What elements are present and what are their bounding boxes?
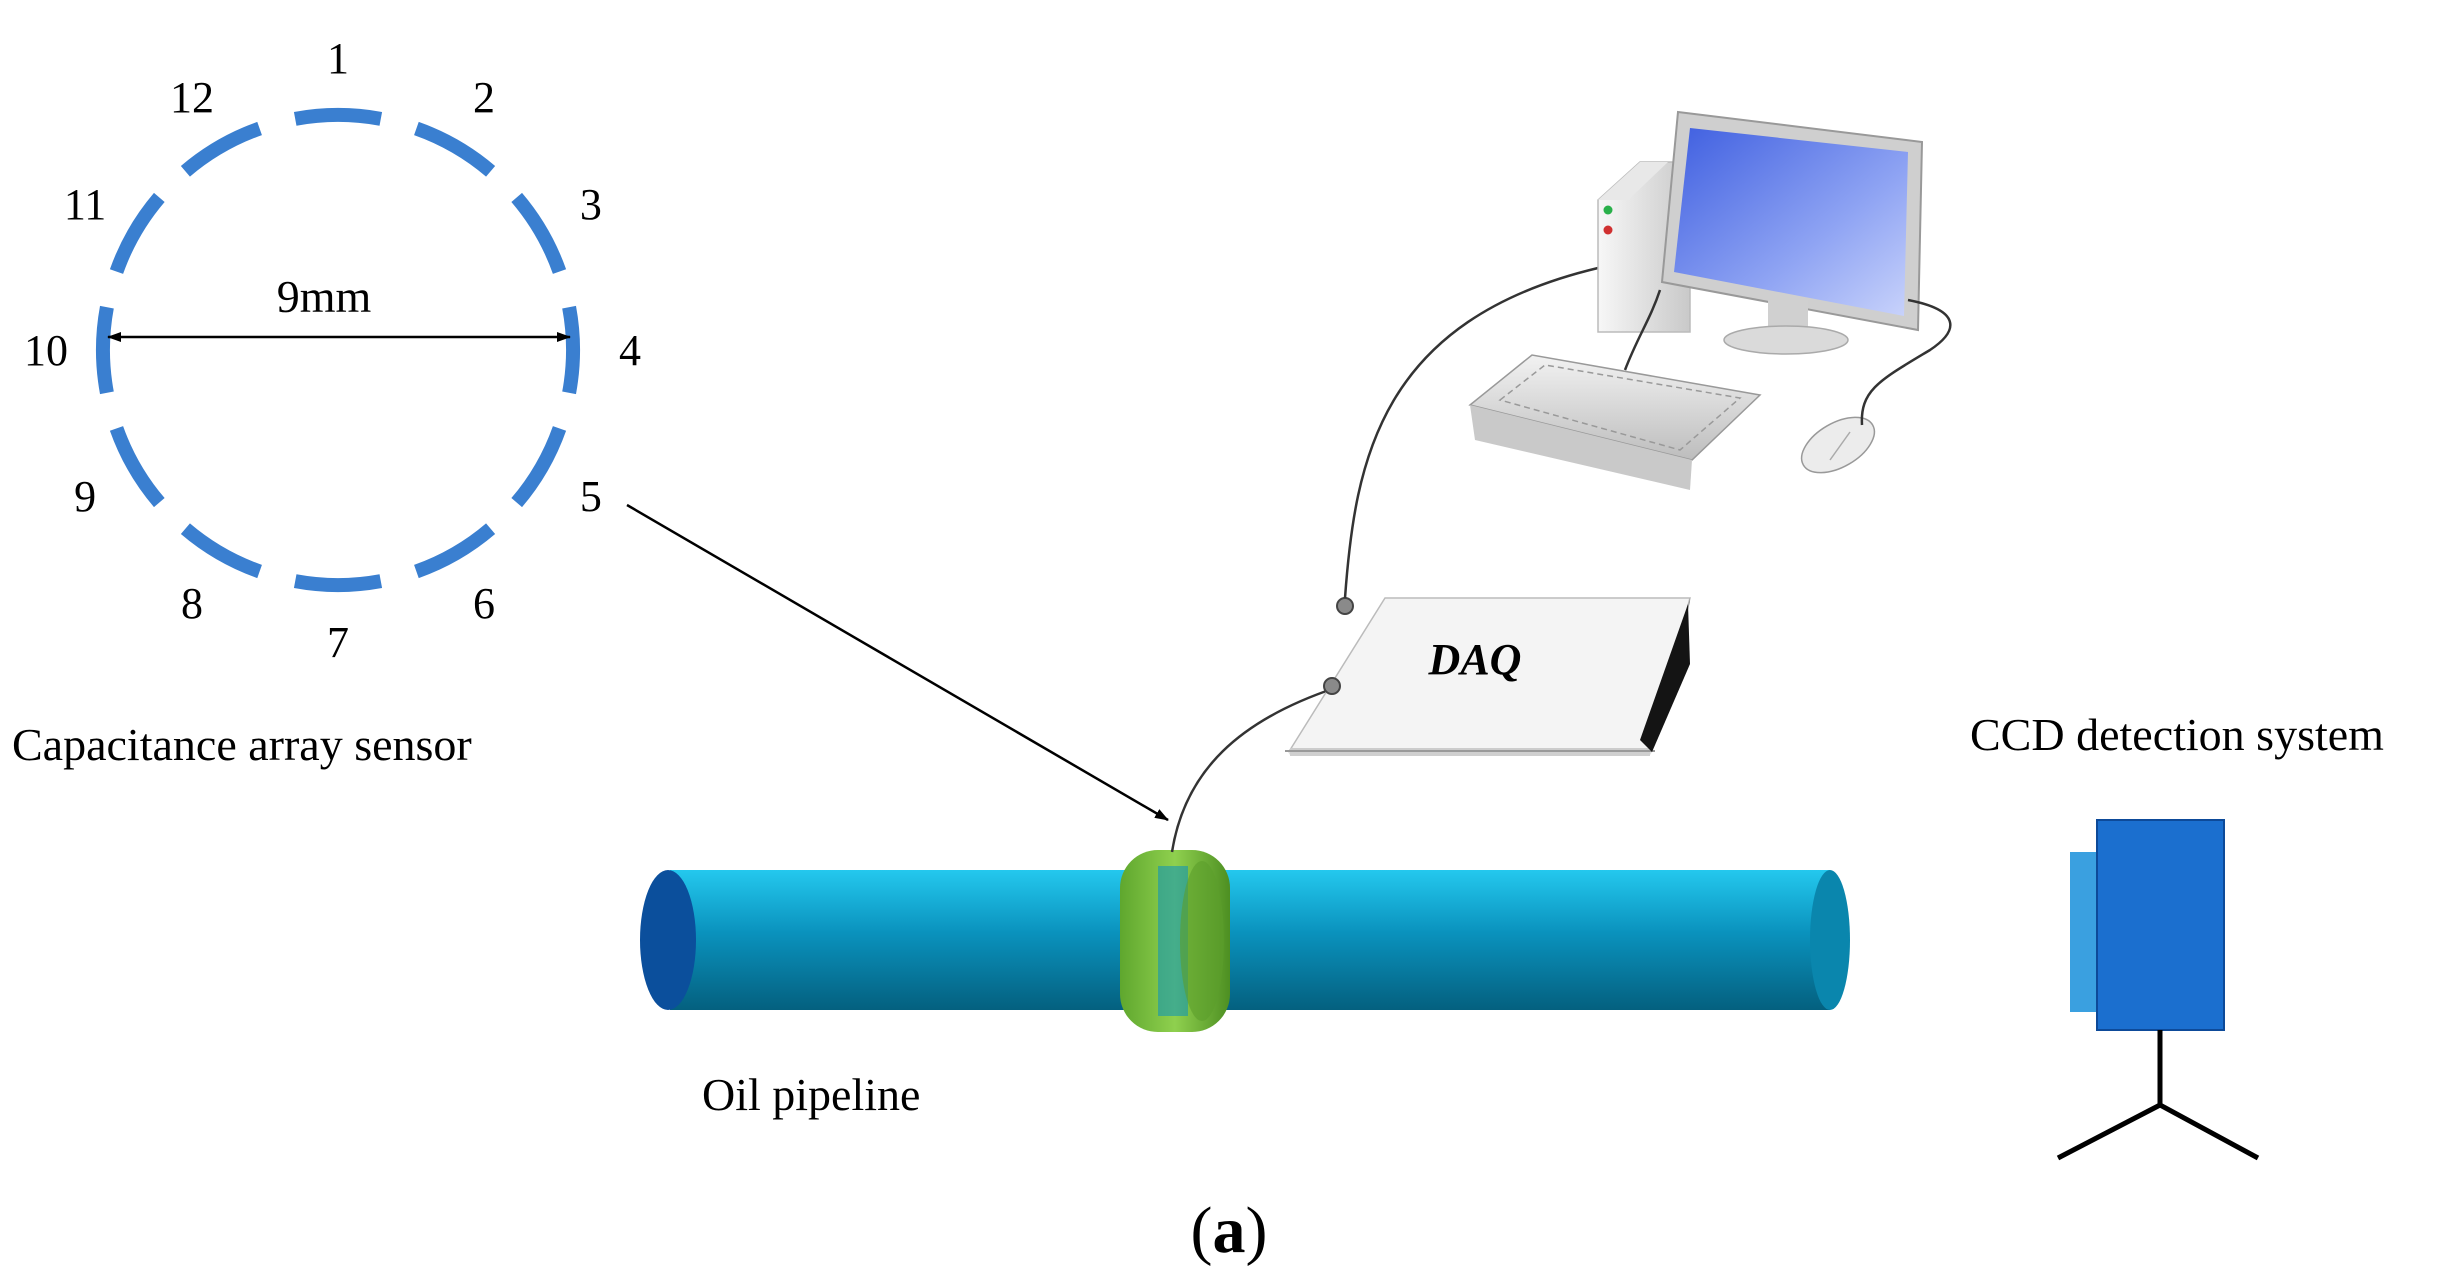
electrode-12 bbox=[180, 121, 263, 177]
caption-open-paren: ( bbox=[1191, 1194, 1213, 1267]
daq-bottom-port bbox=[1323, 677, 1341, 695]
electrode-5 bbox=[511, 425, 567, 508]
electrode-label-12: 12 bbox=[170, 73, 214, 122]
cable-ring-to-daq bbox=[1170, 686, 1336, 853]
daq-top-port bbox=[1336, 597, 1354, 615]
monitor bbox=[1660, 110, 1924, 355]
figure-caption: (a) bbox=[1191, 1194, 1268, 1267]
electrode-10 bbox=[96, 305, 114, 395]
electrode-label-10: 10 bbox=[24, 326, 68, 375]
electrode-label-7: 7 bbox=[327, 618, 349, 667]
electrode-8 bbox=[180, 523, 263, 579]
caption-close-paren: ) bbox=[1246, 1194, 1268, 1267]
daq-box: DAQ bbox=[1285, 597, 1691, 756]
electrode-label-11: 11 bbox=[64, 180, 106, 229]
electrode-label-5: 5 bbox=[580, 472, 602, 521]
ccd-camera-body bbox=[2096, 819, 2225, 1031]
pipe-body bbox=[670, 870, 1830, 1010]
pipeline-label: Oil pipeline bbox=[702, 1069, 920, 1120]
cable-daq-to-computer bbox=[1343, 266, 1599, 599]
mouse-cable bbox=[1860, 298, 1952, 426]
pipe-left-end bbox=[640, 870, 696, 1010]
electrode-label-1: 1 bbox=[327, 34, 349, 83]
electrode-6 bbox=[413, 523, 496, 579]
electrode-2 bbox=[413, 121, 496, 177]
ccd-stand-right-leg bbox=[2158, 1102, 2260, 1161]
electrode-4 bbox=[562, 305, 580, 395]
sensor-title: Capacitance array sensor bbox=[12, 719, 472, 770]
electrode-7 bbox=[293, 574, 383, 592]
keyboard bbox=[1468, 354, 1762, 490]
ccd-label: CCD detection system bbox=[1970, 709, 2384, 760]
electrode-label-8: 8 bbox=[181, 579, 203, 628]
electrode-3 bbox=[511, 192, 567, 275]
electrode-label-2: 2 bbox=[473, 73, 495, 122]
caption-letter: a bbox=[1213, 1194, 1246, 1267]
diameter-label: 9mm bbox=[277, 271, 372, 322]
ccd-stand-left-leg bbox=[2056, 1102, 2162, 1161]
electrode-label-9: 9 bbox=[74, 472, 96, 521]
electrode-1 bbox=[293, 108, 383, 126]
pc-tower bbox=[1597, 161, 1691, 333]
electrode-11 bbox=[109, 192, 165, 275]
oil-pipeline: Oil pipeline bbox=[640, 850, 1850, 1120]
pipe-right-end bbox=[1810, 870, 1850, 1010]
ccd-detection-system: CCD detection system bbox=[1970, 709, 2384, 1161]
mouse bbox=[1800, 416, 1876, 474]
sensor-pointer-arrow bbox=[626, 503, 1169, 822]
sensor-ring bbox=[1120, 850, 1230, 1032]
computer bbox=[1468, 110, 1952, 490]
electrode-ring bbox=[96, 108, 580, 592]
electrode-label-3: 3 bbox=[580, 180, 602, 229]
ccd-lens-plate bbox=[2070, 852, 2100, 1012]
electrode-label-6: 6 bbox=[473, 579, 495, 628]
electrode-label-4: 4 bbox=[619, 326, 641, 375]
electrode-9 bbox=[109, 425, 165, 508]
keyboard-cable bbox=[1623, 289, 1662, 371]
daq-label: DAQ bbox=[1428, 635, 1522, 684]
